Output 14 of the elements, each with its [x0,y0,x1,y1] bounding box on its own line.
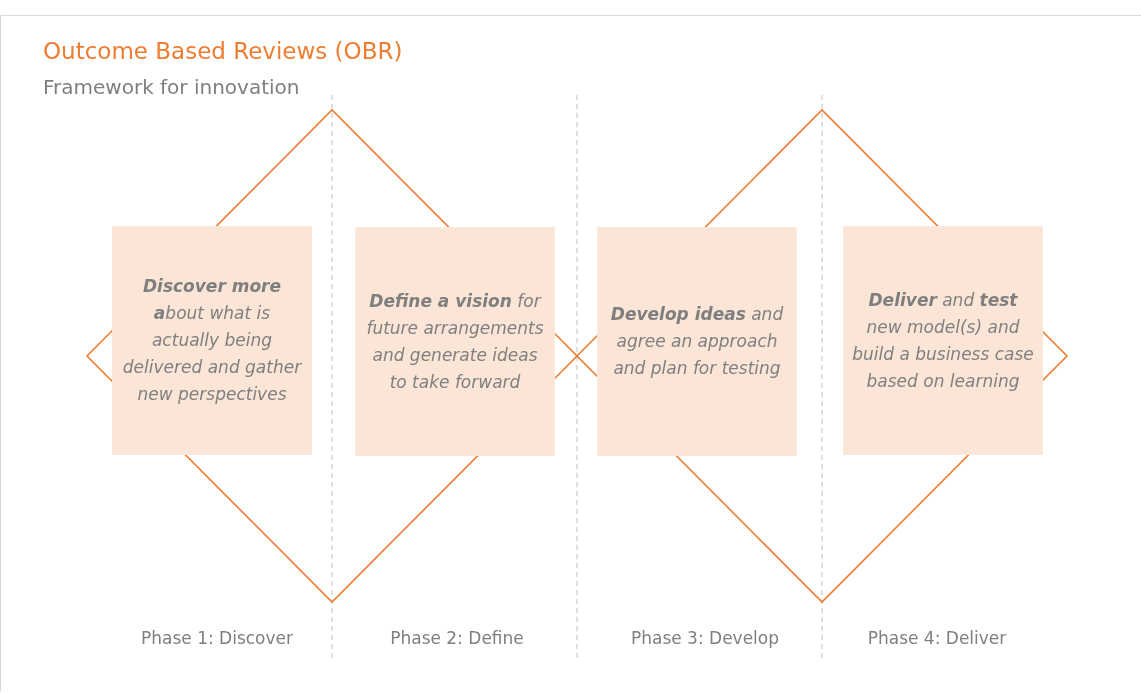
phase-description: Develop ideas and agree an approach and plan for testing [609,303,785,380]
phase-label: Phase 1: Discover [141,628,293,648]
phase-label: Phase 2: Define [390,628,524,648]
subtitle: Framework for innovation [43,75,300,99]
phase-description: Discover more about what is actually being delivered and gather new perspectives [121,275,303,406]
phase-label: Phase 4: Deliver [867,628,1007,648]
phase-description: Deliver and test new model(s) and build a business case based on learning [851,288,1035,393]
phase-box [597,227,797,456]
phase-label: Phase 3: Develop [630,628,780,648]
phase-box [355,227,555,456]
title: Outcome Based Reviews (OBR) [43,38,403,64]
phase-box [112,226,312,455]
phase-description: Define a vision for future arrangements and generate ideas to take forward [365,289,545,394]
phase-box [843,226,1043,455]
